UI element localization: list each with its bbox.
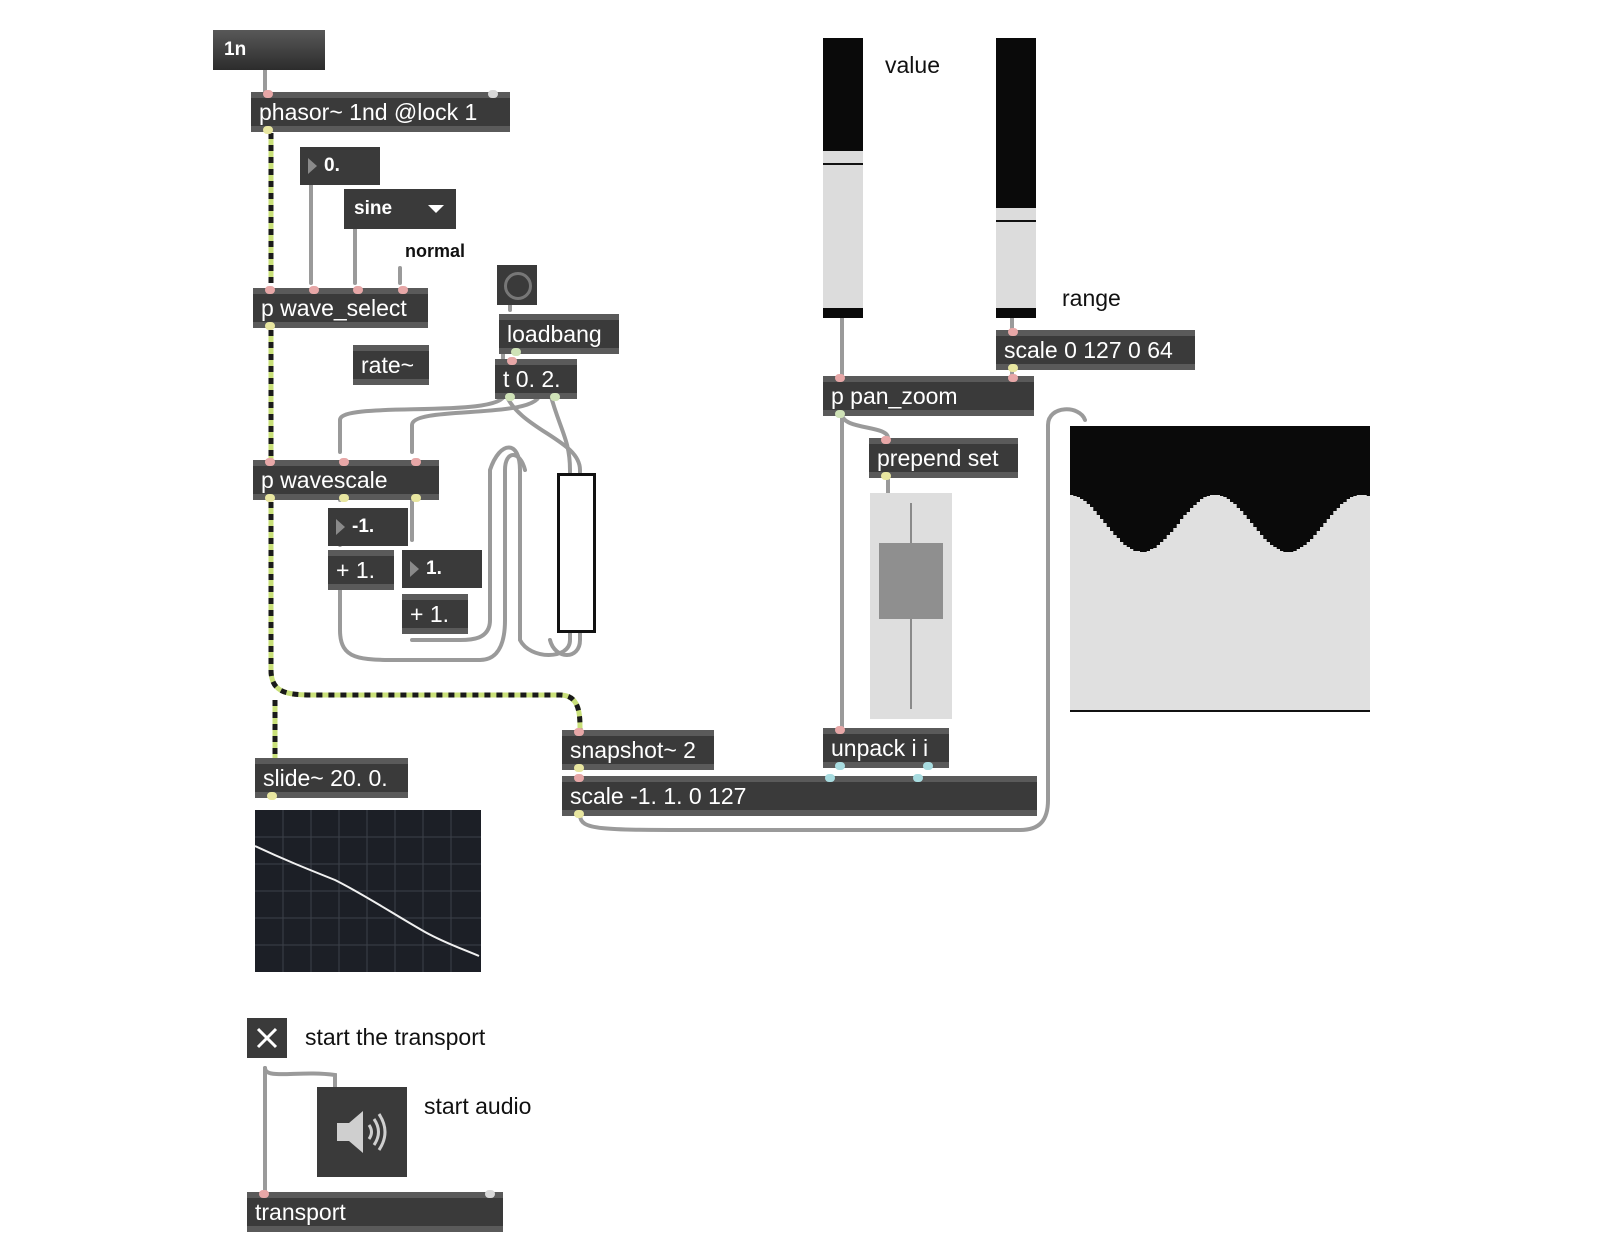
message-normal[interactable]: normal: [405, 241, 466, 261]
bang-button[interactable]: [497, 265, 537, 305]
oscilloscope: [255, 810, 481, 972]
plus-one-object-a[interactable]: + 1.: [328, 550, 394, 590]
bang-circle-icon: [504, 272, 532, 300]
number-box-neg1[interactable]: -1.: [328, 508, 408, 546]
trigger-object[interactable]: t 0. 2.: [495, 357, 577, 401]
number-box-neg1-value: -1.: [352, 516, 375, 537]
toggle-x-icon: [256, 1027, 278, 1049]
transport-object[interactable]: transport: [247, 1190, 503, 1232]
rate-object[interactable]: rate~: [353, 345, 429, 385]
rate-label: rate~: [361, 352, 415, 378]
number-box-1[interactable]: 1.: [402, 550, 482, 588]
scale-range-label: scale 0 127 0 64: [1004, 337, 1173, 363]
range-display[interactable]: [557, 473, 596, 633]
wave-select-object[interactable]: p wave_select: [253, 286, 428, 330]
plus-one-a-label: + 1.: [336, 557, 376, 583]
transport-label: transport: [255, 1199, 346, 1225]
plus-one-object-b[interactable]: + 1.: [402, 594, 468, 634]
number-box-0[interactable]: 0.: [300, 147, 380, 185]
start-audio-label: start audio: [424, 1093, 532, 1119]
dac-speaker-button[interactable]: [317, 1087, 407, 1177]
scale-main-object[interactable]: scale -1. 1. 0 127: [562, 774, 1037, 818]
pan-zoom-label: p pan_zoom: [831, 383, 958, 409]
plus-one-b-label: + 1.: [410, 601, 450, 627]
transport-toggle[interactable]: [247, 1018, 287, 1058]
scale-range-object[interactable]: scale 0 127 0 64: [996, 328, 1195, 372]
phasor-label: phasor~ 1nd @lock 1: [259, 99, 478, 125]
value-slider[interactable]: [823, 38, 863, 318]
waveform-menu[interactable]: sine: [344, 189, 456, 229]
value-label: value: [885, 52, 940, 78]
range-label: range: [1062, 285, 1121, 311]
phasor-object[interactable]: phasor~ 1nd @lock 1: [251, 90, 510, 134]
prepend-label: prepend set: [877, 445, 999, 471]
pan-zoom-object[interactable]: p pan_zoom: [823, 374, 1034, 418]
number-box-1-value: 1.: [426, 558, 442, 579]
snapshot-object[interactable]: snapshot~ 2: [562, 728, 714, 772]
trigger-label: t 0. 2.: [503, 366, 561, 392]
waveform-multislider[interactable]: [1070, 426, 1370, 712]
wavescale-label: p wavescale: [261, 467, 388, 493]
prepend-object[interactable]: prepend set: [869, 436, 1018, 480]
slide-label: slide~ 20. 0.: [263, 765, 388, 791]
pan-zoom-rslider[interactable]: [870, 493, 952, 719]
wave-select-label: p wave_select: [261, 295, 407, 321]
loadbang-object[interactable]: loadbang: [499, 314, 619, 356]
unpack-label: unpack i i: [831, 735, 929, 761]
scale-main-label: scale -1. 1. 0 127: [570, 783, 747, 809]
chevron-down-icon: [428, 205, 444, 213]
snapshot-label: snapshot~ 2: [570, 737, 696, 763]
waveform-menu-value: sine: [354, 198, 393, 219]
message-1n-label: 1n: [224, 39, 247, 60]
slide-object[interactable]: slide~ 20. 0.: [255, 758, 408, 800]
loadbang-label: loadbang: [507, 321, 602, 347]
speaker-icon: [337, 1111, 387, 1153]
message-1n[interactable]: 1n: [213, 30, 325, 70]
number-box-0-value: 0.: [324, 155, 340, 176]
unpack-object[interactable]: unpack i i: [823, 726, 949, 770]
wavescale-object[interactable]: p wavescale: [253, 458, 439, 502]
range-slider[interactable]: [996, 38, 1036, 318]
start-transport-label: start the transport: [305, 1024, 486, 1050]
